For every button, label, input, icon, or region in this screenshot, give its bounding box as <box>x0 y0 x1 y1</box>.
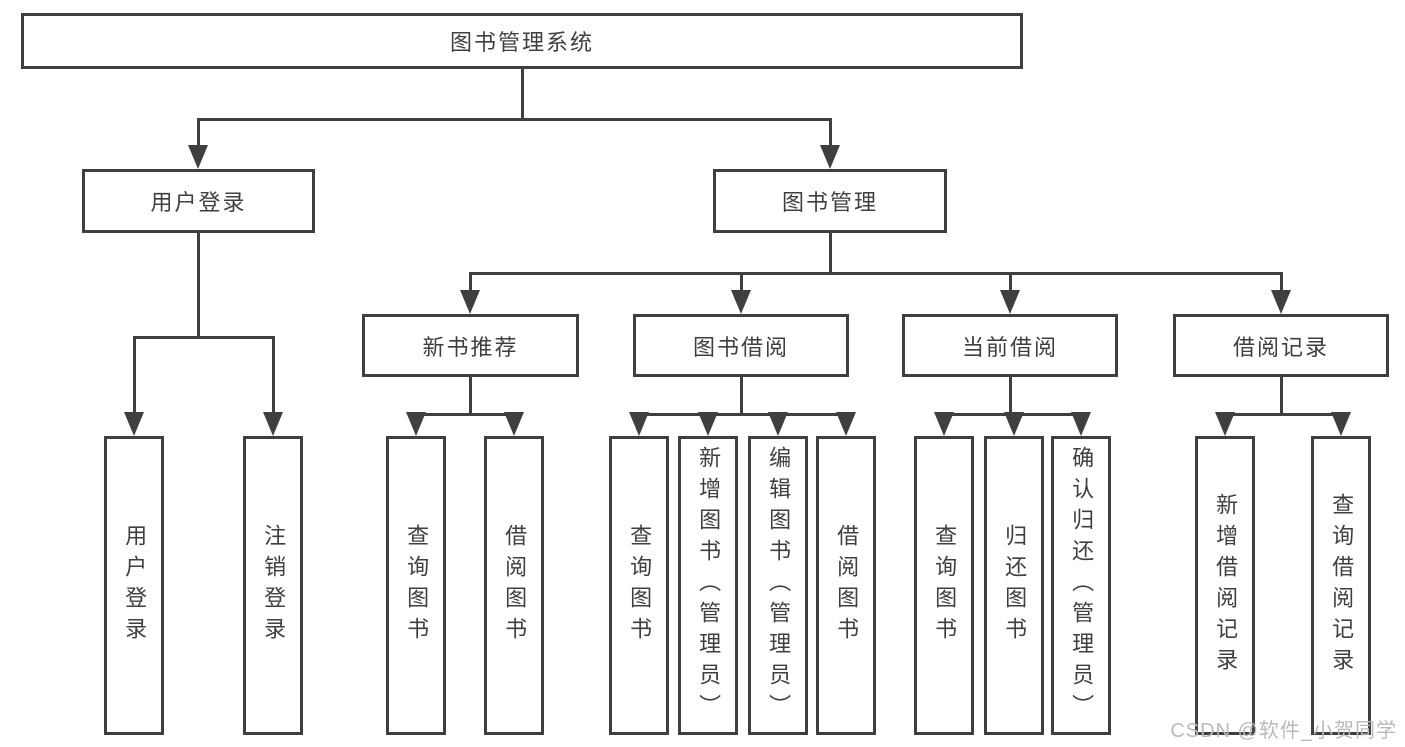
connector-new-book-stem <box>468 377 472 416</box>
arrow-down-icon <box>124 412 144 436</box>
arrow-down-icon <box>820 145 840 169</box>
arrow-down-icon <box>768 412 788 436</box>
leaf-query-books-2: 查询图书 <box>609 436 669 735</box>
connector-root-drop-right <box>828 118 832 150</box>
leaf-query-books-1: 查询图书 <box>386 436 446 735</box>
arrow-down-icon <box>188 145 208 169</box>
connector-user-login-bar <box>132 336 275 339</box>
node-current-borrow-label: 当前借阅 <box>961 334 1058 360</box>
node-book-borrow-label: 图书借阅 <box>692 334 789 360</box>
arrow-down-icon <box>629 412 649 436</box>
node-current-borrow: 当前借阅 <box>902 314 1118 377</box>
node-borrow-records: 借阅记录 <box>1173 314 1389 377</box>
connector-book-mgmt-drop-4 <box>1279 272 1283 294</box>
leaf-user-login: 用户登录 <box>104 436 164 735</box>
arrow-down-icon <box>1071 412 1091 436</box>
connector-book-mgmt-drop-1 <box>468 272 472 294</box>
node-root: 图书管理系统 <box>21 13 1023 69</box>
leaf-add-book-admin-label: 新增图书（管理员） <box>696 446 722 725</box>
connector-book-borrow-bar <box>637 413 848 416</box>
leaf-return-book-label: 归还图书 <box>1002 523 1028 648</box>
connector-borrow-records-stem <box>1279 377 1283 416</box>
arrow-down-icon <box>1000 290 1020 314</box>
leaf-query-books-3: 查询图书 <box>914 436 974 735</box>
node-new-book-recommend-label: 新书推荐 <box>422 334 519 360</box>
arrow-down-icon <box>263 412 283 436</box>
arrow-down-icon <box>1271 290 1291 314</box>
connector-root-stem <box>520 68 524 118</box>
connector-current-borrow-stem <box>1008 377 1012 416</box>
leaf-confirm-return-admin: 确认归还（管理员） <box>1051 436 1111 735</box>
leaf-query-books-2-label: 查询图书 <box>627 523 653 648</box>
connector-root-bar <box>196 118 832 121</box>
node-book-borrow: 图书借阅 <box>633 314 849 377</box>
leaf-query-books-3-label: 查询图书 <box>932 523 958 648</box>
node-new-book-recommend: 新书推荐 <box>362 314 579 377</box>
leaf-borrow-books-1: 借阅图书 <box>484 436 544 735</box>
node-root-label: 图书管理系统 <box>449 30 594 55</box>
leaf-edit-book-admin: 编辑图书（管理员） <box>748 436 808 735</box>
arrow-down-icon <box>504 412 524 436</box>
connector-user-login-drop-2 <box>271 336 275 416</box>
leaf-confirm-return-admin-label: 确认归还（管理员） <box>1069 446 1095 725</box>
leaf-borrow-books-2-label: 借阅图书 <box>834 523 860 648</box>
node-book-management: 图书管理 <box>713 169 947 233</box>
arrow-down-icon <box>698 412 718 436</box>
connector-book-mgmt-drop-2 <box>739 272 743 294</box>
connector-new-book-bar <box>414 413 516 416</box>
arrow-down-icon <box>1004 412 1024 436</box>
leaf-logout-login-label: 注销登录 <box>261 523 287 648</box>
leaf-borrow-books-1-label: 借阅图书 <box>502 523 528 648</box>
arrow-down-icon <box>731 290 751 314</box>
connector-user-login-drop-1 <box>132 336 136 416</box>
arrow-down-icon <box>460 290 480 314</box>
leaf-query-borrow-record: 查询借阅记录 <box>1311 436 1371 735</box>
connector-book-mgmt-drop-3 <box>1008 272 1012 294</box>
arrow-down-icon <box>836 412 856 436</box>
leaf-add-borrow-record: 新增借阅记录 <box>1195 436 1255 735</box>
arrow-down-icon <box>406 412 426 436</box>
leaf-borrow-books-2: 借阅图书 <box>816 436 876 735</box>
arrow-down-icon <box>1215 412 1235 436</box>
leaf-query-books-1-label: 查询图书 <box>404 523 430 648</box>
leaf-add-book-admin: 新增图书（管理员） <box>678 436 738 735</box>
arrow-down-icon <box>1331 412 1351 436</box>
connector-borrow-records-bar <box>1223 413 1343 416</box>
leaf-logout-login: 注销登录 <box>243 436 303 735</box>
node-borrow-records-label: 借阅记录 <box>1232 334 1329 360</box>
leaf-return-book: 归还图书 <box>984 436 1044 735</box>
node-user-login-label: 用户登录 <box>150 190 247 215</box>
connector-user-login-stem <box>196 233 200 339</box>
connector-root-drop-left <box>196 118 200 150</box>
node-user-login: 用户登录 <box>82 169 315 233</box>
node-book-management-label: 图书管理 <box>781 190 878 215</box>
watermark-text: CSDN @软件_小贺同学 <box>1170 720 1397 742</box>
leaf-edit-book-admin-label: 编辑图书（管理员） <box>766 446 792 725</box>
connector-book-borrow-stem <box>739 377 743 416</box>
leaf-add-borrow-record-label: 新增借阅记录 <box>1213 492 1239 679</box>
leaf-query-borrow-record-label: 查询借阅记录 <box>1329 492 1355 679</box>
arrow-down-icon <box>934 412 954 436</box>
connector-book-mgmt-stem <box>828 233 832 275</box>
leaf-user-login-label: 用户登录 <box>122 523 148 648</box>
connector-book-mgmt-bar <box>468 272 1283 275</box>
